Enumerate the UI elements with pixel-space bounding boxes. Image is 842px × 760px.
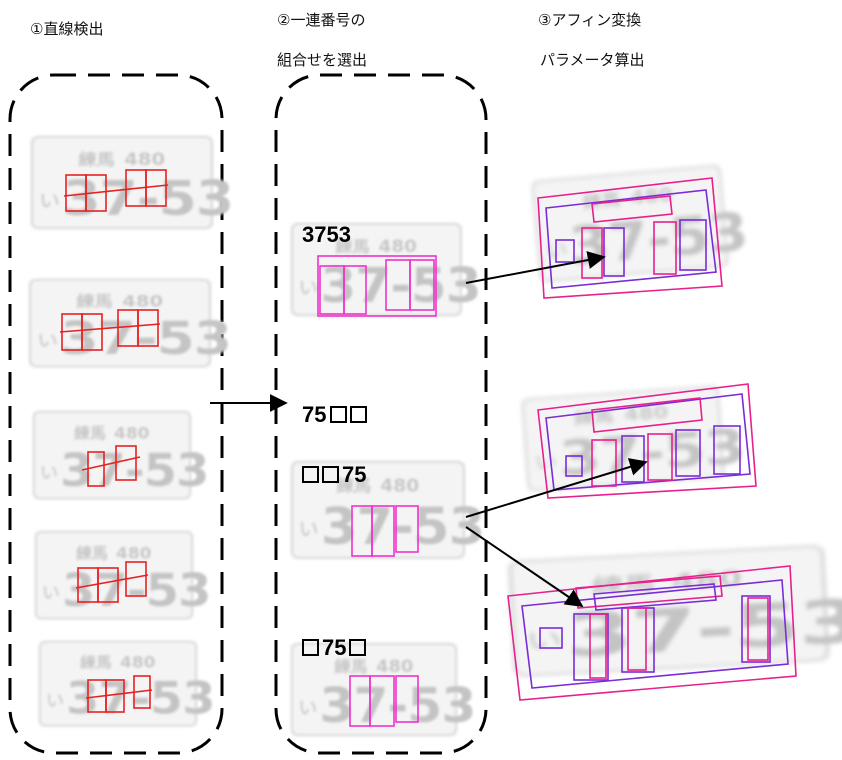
blank-slot-icon	[330, 406, 348, 423]
candidate-boxes-2	[351, 505, 419, 557]
candidate-boxes-3	[349, 675, 419, 727]
arrow-candidate2-to-affine2	[465, 458, 648, 518]
detect-boxes-2	[59, 309, 161, 351]
affine-boxes-1	[537, 177, 723, 299]
plate-image-1	[28, 133, 235, 232]
candidate-label-1-text: 3753	[302, 222, 351, 247]
candidate-label-3-digits: 75	[342, 462, 367, 487]
step2-heading-line2: 組合せを選出	[277, 51, 368, 69]
candidate-boxes-1	[317, 255, 437, 317]
plate-image-3	[31, 409, 210, 502]
step3-heading-line2: パラメータ算出	[540, 51, 645, 69]
step2-heading-line1: ②一連番号の	[277, 11, 366, 29]
arrow-candidate1-to-affine1	[465, 251, 606, 284]
step2-panel	[274, 73, 488, 755]
affine-image-3	[504, 539, 842, 681]
detect-boxes-4	[75, 561, 149, 603]
blank-slot-icon	[350, 406, 368, 423]
arrow-candidate2-to-affine3	[465, 526, 584, 608]
blank-slot-icon	[302, 466, 319, 483]
step1-heading: ①直線検出	[30, 20, 104, 38]
blank-slot-icon	[302, 639, 319, 656]
candidate-label-4: 75	[302, 635, 369, 661]
candidate-label-4-digits: 75	[322, 635, 347, 660]
affine-boxes-3	[507, 565, 797, 701]
candidate-label-2-digits: 75	[302, 402, 327, 427]
plate-image-4	[33, 529, 212, 622]
candidate-label-2: 75	[302, 402, 370, 428]
step1-panel	[8, 73, 224, 755]
blank-slot-icon	[322, 466, 339, 483]
affine-boxes-2	[537, 383, 757, 499]
detect-boxes-5	[85, 675, 153, 713]
candidate-label-3: 75	[302, 462, 366, 488]
detect-boxes-3	[81, 445, 141, 487]
step3-heading-line1: ③アフィン変換	[538, 11, 642, 29]
blank-slot-icon	[349, 639, 367, 656]
candidate-label-1: 3753	[302, 222, 351, 248]
plate-image-5	[37, 639, 216, 729]
plate-image-2	[26, 276, 233, 370]
detect-boxes-1	[63, 169, 169, 212]
